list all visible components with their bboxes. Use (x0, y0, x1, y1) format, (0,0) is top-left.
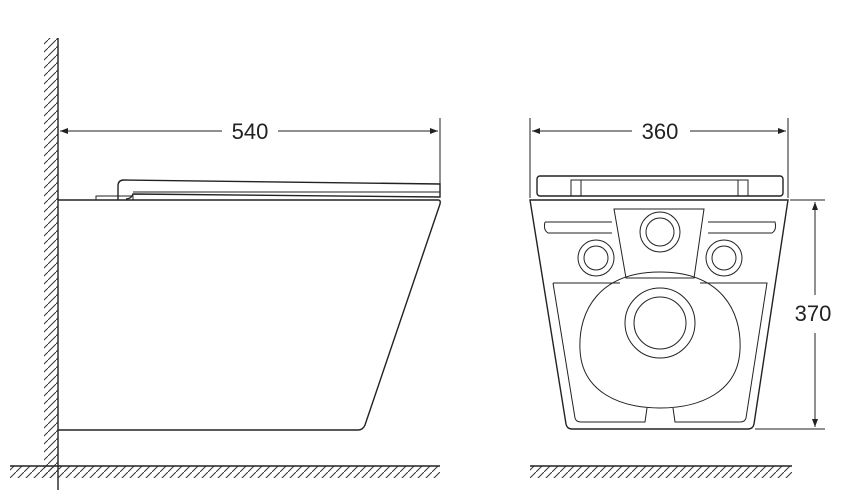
left-outer-circle (577, 239, 615, 277)
floor-hatching-left (10, 466, 440, 478)
wall-hatching (44, 38, 58, 478)
top-outer-circle (639, 211, 681, 253)
side-view: 540 (10, 38, 441, 490)
left-inner-circle (583, 245, 609, 271)
right-outer-circle (705, 239, 743, 277)
seat-lid-side (117, 179, 441, 200)
toilet-bowl-front (529, 199, 789, 430)
hinge (95, 195, 134, 201)
toilet-bowl-side (58, 199, 441, 431)
bowl-opening (579, 271, 741, 409)
right-inner-circle (711, 245, 737, 271)
top-inner-circle (645, 217, 675, 247)
floor-hatching-right (530, 466, 792, 478)
lower-panel (552, 282, 768, 423)
dimension-370: 370 (795, 301, 832, 326)
lid-front (570, 179, 749, 197)
outlet-inner-circle (633, 296, 687, 350)
front-view: 360 370 (529, 118, 832, 478)
dimension-540: 540 (232, 119, 269, 144)
side-bars (543, 221, 777, 234)
seat-front (536, 175, 784, 197)
dimension-360: 360 (642, 119, 679, 144)
top-panel (613, 208, 705, 279)
outlet-outer-circle (624, 287, 696, 359)
